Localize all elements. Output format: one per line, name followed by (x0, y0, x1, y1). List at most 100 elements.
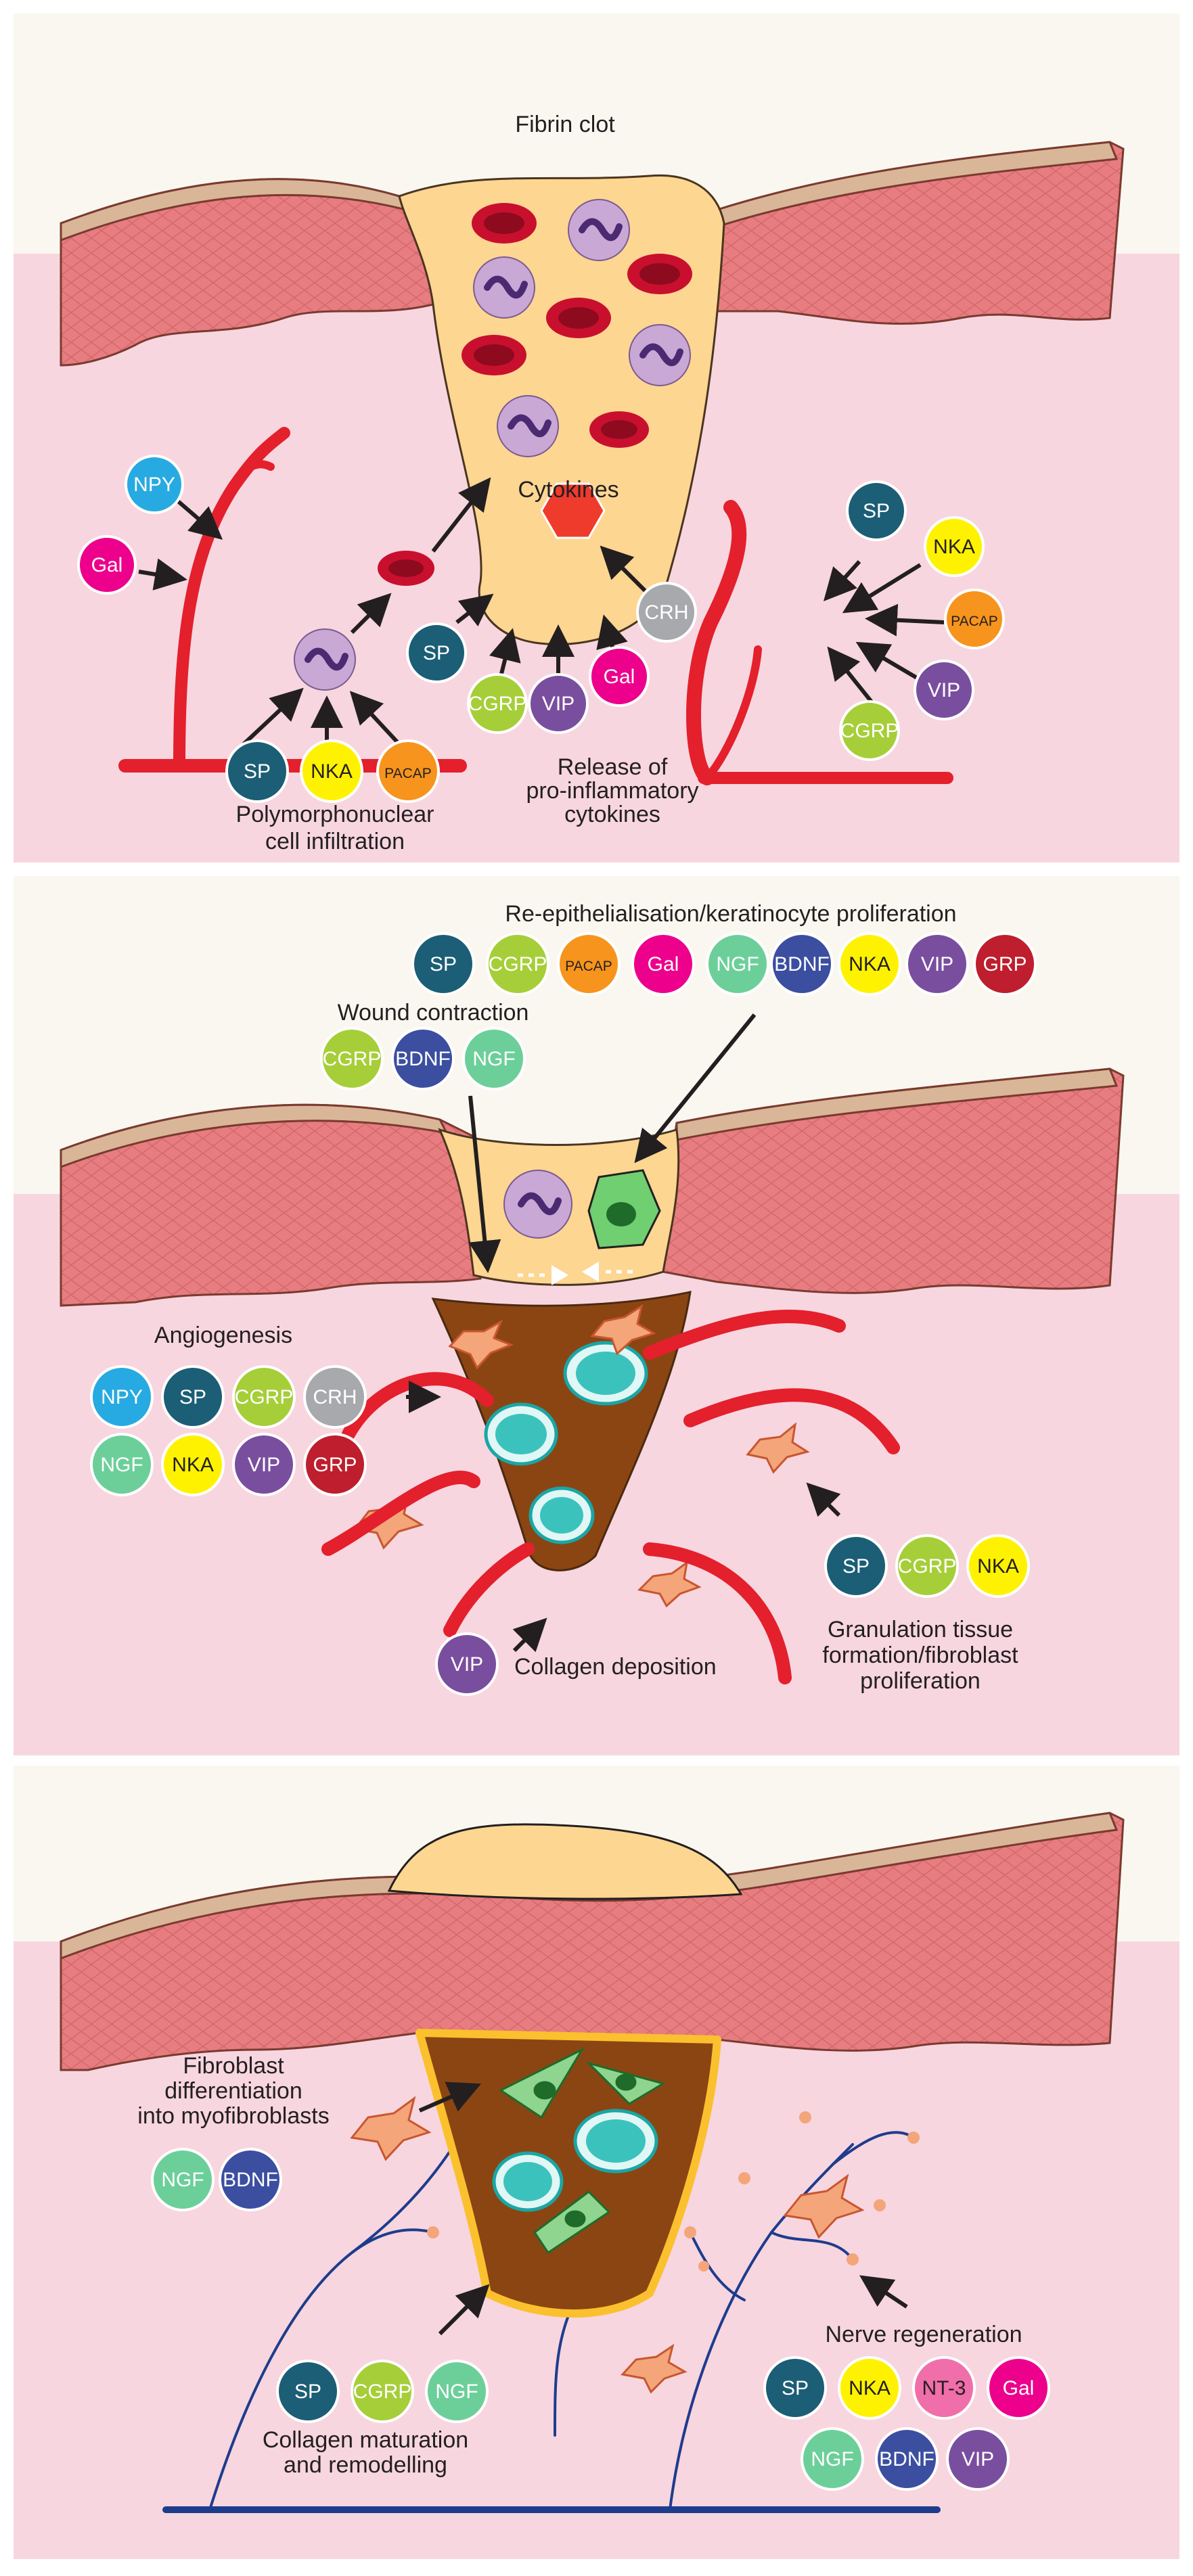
gran-label-2: formation/fibroblast (822, 1642, 1018, 1668)
badge-ngf: NGF (425, 2360, 489, 2423)
badge-sp: SP (276, 2360, 340, 2423)
badge-vip: VIP (905, 932, 969, 996)
badge-cgrp: CGRP (895, 1534, 959, 1598)
badge-label: VIP (921, 953, 953, 975)
badge-cgrp: CGRP (351, 2360, 414, 2423)
badge-nka: NKA (300, 739, 363, 803)
badge-label: PACAP (951, 614, 998, 629)
badge-crh: CRH (636, 582, 697, 643)
badge-label: SP (244, 760, 271, 783)
gran-label-1: Granulation tissue (828, 1617, 1013, 1642)
badge-label: CGRP (468, 693, 527, 715)
badge-label: SP (782, 2377, 809, 2399)
panel2-skin-cap-right (675, 1067, 1119, 1141)
badge-label: VIP (962, 2448, 994, 2470)
badge-label: VIP (928, 679, 960, 702)
badge-label: PACAP (384, 766, 432, 781)
badge-bdnf: BDNF (391, 1027, 455, 1090)
badge-label: VIP (542, 693, 575, 715)
badge-label: NGF (435, 2380, 478, 2403)
badge-label: NGF (472, 1048, 515, 1070)
badge-label: NT-3 (922, 2377, 966, 2399)
badge-nka: NKA (838, 932, 901, 996)
badge-label: SP (294, 2380, 321, 2403)
panel-proliferation: Re-epithelialisation/keratinocyte prolif… (14, 876, 1179, 1755)
gran-label-3: proliferation (860, 1668, 981, 1694)
panel2-cells (503, 1169, 661, 1249)
badge-label: NKA (311, 760, 353, 783)
badge-bdnf: BDNF (219, 2148, 282, 2211)
badge-label: BDNF (879, 2448, 935, 2470)
badge-sp: SP (161, 1365, 225, 1429)
nerve-label: Nerve regeneration (825, 2322, 1022, 2347)
panel1-arrows (138, 477, 945, 746)
fib-label-3: into myofibroblasts (137, 2103, 329, 2129)
badge-label: SP (863, 500, 890, 522)
badge-label: CGRP (235, 1386, 294, 1408)
badge-label: Gal (91, 554, 123, 576)
badge-label: BDNF (395, 1048, 451, 1070)
badge-sp: SP (846, 480, 907, 541)
panel3-nerves (162, 2109, 941, 2513)
badge-sp: SP (824, 1534, 888, 1598)
badge-sp: SP (406, 622, 467, 683)
badge-nka: NKA (161, 1433, 225, 1496)
collagen-label: Collagen deposition (514, 1654, 717, 1680)
panel1-red-blood-cells (378, 203, 692, 586)
badge-grp: GRP (303, 1433, 367, 1496)
badge-grp: GRP (973, 932, 1037, 996)
badge-label: Gal (648, 953, 679, 975)
badge-label: BDNF (774, 953, 830, 975)
badge-label: BDNF (223, 2169, 278, 2191)
badge-label: NKA (172, 1454, 214, 1476)
badge-gal: Gal (631, 932, 695, 996)
badge-sp: SP (763, 2356, 827, 2420)
badge-label: CRH (645, 601, 689, 624)
release-label-2: pro-inflammatory (526, 778, 698, 804)
badge-label: SP (423, 642, 450, 664)
badge-nt-3: NT-3 (912, 2356, 976, 2420)
fib-label-1: Fibroblast (183, 2053, 284, 2079)
badge-label: SP (179, 1386, 206, 1408)
panel3-myofibroblasts (499, 2047, 666, 2255)
badge-npy: NPY (90, 1365, 154, 1429)
wound-label: Wound contraction (338, 1000, 529, 1026)
badge-label: NKA (933, 536, 975, 558)
badge-nka: NKA (966, 1534, 1030, 1598)
coll-label-1: Collagen maturation (263, 2427, 468, 2453)
badge-label: GRP (983, 953, 1027, 975)
badge-nka: NKA (838, 2356, 901, 2420)
panel1-skin-cap-right (716, 141, 1119, 229)
badge-sp: SP (225, 739, 289, 803)
badge-label: NPY (133, 474, 175, 496)
badge-label: Gal (1003, 2377, 1035, 2399)
badge-label: NPY (101, 1386, 143, 1408)
panel-inflammation: Fibrin clot Cytokines Polymorphonuclear … (14, 14, 1179, 862)
badge-label: NKA (977, 1555, 1019, 1578)
reepi-label: Re-epithelialisation/keratinocyte prolif… (505, 901, 956, 927)
badge-label: NKA (849, 953, 891, 975)
badge-label: SP (430, 953, 457, 975)
cytokines-label: Cytokines (518, 477, 618, 503)
badge-label: NGF (161, 2169, 204, 2191)
badge-ngf: NGF (706, 932, 769, 996)
panel3-arrows (418, 2082, 908, 2336)
panel2-arrows (406, 1013, 841, 1653)
badge-bdnf: BDNF (875, 2427, 939, 2491)
badge-label: CGRP (323, 1048, 382, 1070)
badge-label: VIP (451, 1653, 483, 1676)
release-label-1: Release of (558, 754, 668, 780)
badge-ngf: NGF (801, 2427, 864, 2491)
panel1-title: Fibrin clot (515, 112, 615, 137)
badge-cgrp: CGRP (232, 1365, 296, 1429)
badge-cgrp: CGRP (486, 932, 549, 996)
panel3-fibroblasts (350, 2096, 865, 2394)
badge-label: Gal (604, 666, 635, 688)
remodelling-tissue (415, 2029, 721, 2318)
badge-npy: NPY (125, 455, 184, 514)
cytokine-hexagon (540, 482, 606, 539)
